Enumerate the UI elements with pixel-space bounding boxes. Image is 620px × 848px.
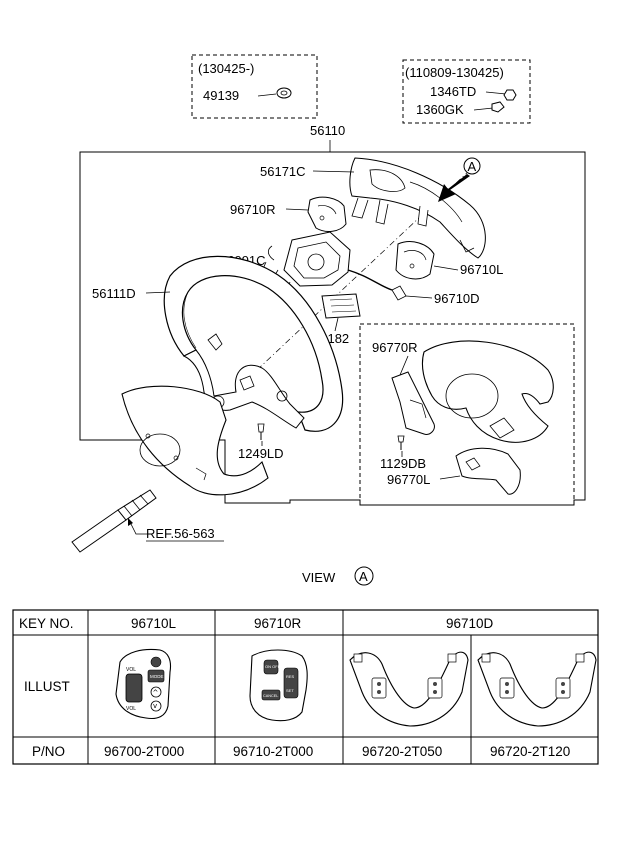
on-off-label: ON OFF <box>265 664 281 669</box>
lower-cover-part <box>121 385 269 496</box>
part-label-96710L: 96710L <box>460 262 503 277</box>
part-label-49139: 49139 <box>203 88 239 103</box>
date-range-left: (130425-) <box>198 61 254 76</box>
assembly-outline <box>79 151 586 506</box>
paddle-shift-box <box>359 323 575 506</box>
view-label: VIEW <box>302 570 336 585</box>
illust-96710L-switch: VOL VOL MODE ^ v <box>115 648 172 720</box>
part-label-56171C: 56171C <box>260 164 306 179</box>
illust-96710R-switch: ON OFF RES SET CANCEL <box>249 649 308 722</box>
vol-label-top: VOL <box>126 667 136 673</box>
date-range-right: (110809-130425) <box>405 65 504 80</box>
screw-1249LD-icon <box>257 423 265 440</box>
illust-96710D-harness-1 <box>349 651 469 727</box>
upper-cover-part <box>349 157 486 259</box>
part-label-1129DB: 1129DB <box>380 456 426 471</box>
part-label-96770R: 96770R <box>372 340 418 355</box>
pno-cell-3: 96720-2T050 <box>362 744 442 759</box>
screw-1129DB-icon <box>397 435 405 450</box>
nut-icon-small <box>503 89 517 101</box>
set-label: SET <box>286 688 294 693</box>
parts-table: KEY NO. 96710L 96710R 96710D ILLUST P/NO… <box>12 609 599 765</box>
mode-label: MODE <box>150 674 164 679</box>
pno-cell-2: 96710-2T000 <box>233 744 313 759</box>
view-direction-arrow <box>438 174 470 202</box>
part-label-96710D: 96710D <box>434 291 480 306</box>
view-a-marker: A <box>438 157 481 202</box>
row-label-illust: ILLUST <box>24 679 70 694</box>
svg-text:v: v <box>153 702 157 710</box>
module-56182-part <box>321 293 361 319</box>
part-label-56110: 56110 <box>310 123 345 138</box>
pno-cell-4: 96720-2T120 <box>490 744 570 759</box>
header-96710D: 96710D <box>446 616 494 631</box>
pno-cell-1: 96700-2T000 <box>104 744 184 759</box>
paddle-96770R-part <box>391 371 435 435</box>
part-label-96710R: 96710R <box>230 202 276 217</box>
part-label-1360GK: 1360GK <box>416 102 464 117</box>
switch-96710R-part <box>307 196 347 232</box>
view-marker-letter: A <box>359 569 368 584</box>
view-a-caption: VIEW A <box>302 566 374 586</box>
illust-96710D-harness-2 <box>477 651 597 727</box>
part-label-56111D: 56111D <box>92 286 136 301</box>
part-label-1346TD: 1346TD <box>430 84 476 99</box>
clip-nut-icon <box>491 101 505 113</box>
ref-label: REF.56-563 <box>127 517 224 542</box>
row-label-pno: P/NO <box>32 744 65 759</box>
header-key-no: KEY NO. <box>19 616 74 631</box>
nut-icon <box>276 87 292 99</box>
switch-96710L-part <box>395 241 435 280</box>
svg-text:A: A <box>468 159 477 174</box>
svg-text:^: ^ <box>153 689 159 697</box>
part-label-1249LD: 1249LD <box>238 446 284 461</box>
paddle-96770L-part <box>455 447 521 495</box>
callout-box-right: (110809-130425) 1346TD 1360GK <box>402 59 531 124</box>
steering-column-part <box>71 489 157 553</box>
callout-box-left: (130425-) 49139 <box>191 54 318 119</box>
part-label-96770L: 96770L <box>387 472 430 487</box>
ref-56-563: REF.56-563 <box>146 526 215 541</box>
vol-label-bottom: VOL <box>126 706 136 712</box>
paddle-cover-part <box>421 340 554 443</box>
header-96710R: 96710R <box>254 616 302 631</box>
res-label: RES <box>286 674 295 679</box>
header-96710L: 96710L <box>131 616 177 631</box>
cancel-label: CANCEL <box>263 694 278 698</box>
